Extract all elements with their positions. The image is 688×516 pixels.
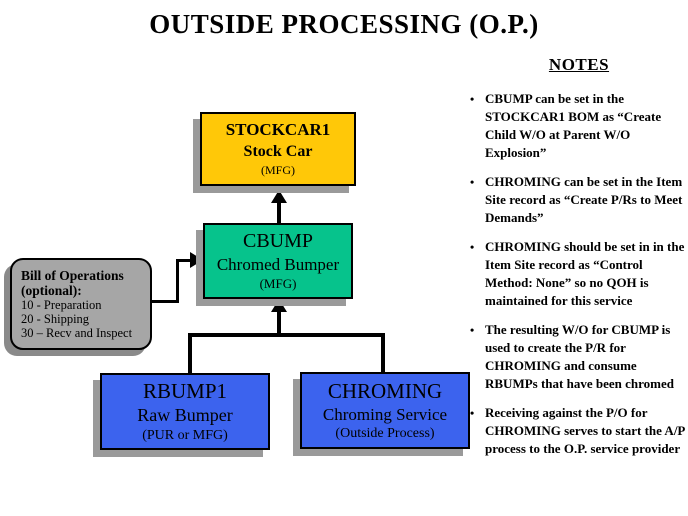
connector-stub-chroming [381, 333, 385, 372]
operation-step: 30 – Recv and Inspect [21, 326, 133, 341]
note-text: CHROMING should be set in in the Item Si… [485, 239, 685, 308]
arrowhead-up-icon [271, 299, 287, 312]
node-cbump: CBUMP Chromed Bumper (MFG) [203, 223, 353, 299]
note-item: • CHROMING should be set in in the Item … [470, 238, 688, 310]
bullet-icon: • [470, 406, 475, 420]
connector-cbump-to-stockcar [277, 202, 281, 223]
note-item: • CBUMP can be set in the STOCKCAR1 BOM … [470, 90, 688, 162]
callout-subheading: (optional): [21, 283, 82, 298]
node-item-code: RBUMP1 [142, 379, 228, 404]
node-item-type: (MFG) [259, 275, 297, 291]
callout-bill-of-operations: Bill of Operations (optional): 10 - Prep… [10, 258, 152, 350]
note-text: CHROMING can be set in the Item Site rec… [485, 174, 683, 225]
node-item-description: Raw Bumper [137, 405, 233, 426]
arrowhead-up-icon [271, 190, 287, 203]
node-stockcar1: STOCKCAR1 Stock Car (MFG) [200, 112, 356, 186]
node-item-description: Chroming Service [322, 404, 448, 424]
bullet-icon: • [470, 323, 475, 337]
note-item: • CHROMING can be set in the Item Site r… [470, 173, 688, 227]
node-item-type: (MFG) [260, 163, 295, 178]
node-item-description: Stock Car [243, 142, 313, 160]
page-title: OUTSIDE PROCESSING (O.P.) [149, 9, 539, 39]
node-item-code: CBUMP [242, 230, 314, 253]
notes-header: NOTES [548, 55, 610, 74]
node-item-description: Chromed Bumper [216, 255, 340, 275]
connector-billops-elbow-lower [152, 300, 179, 303]
node-item-type: (Outside Process) [335, 426, 435, 442]
callout-heading: Bill of Operations [21, 267, 124, 283]
connector-billops-elbow-upper [176, 259, 193, 262]
operation-step: 20 - Shipping [21, 312, 90, 327]
bullet-icon: • [470, 175, 475, 189]
note-item: • Receiving against the P/O for CHROMING… [470, 404, 688, 458]
node-item-type: (PUR or MFG) [142, 427, 228, 443]
note-text: Receiving against the P/O for CHROMING s… [485, 405, 685, 456]
node-item-code: CHROMING [327, 378, 443, 403]
note-item: • The resulting W/O for CBUMP is used to… [470, 321, 688, 393]
node-chroming: CHROMING Chroming Service (Outside Proce… [300, 372, 470, 449]
connector-children-to-cbump [277, 311, 281, 337]
connector-t-horizontal [188, 333, 385, 337]
note-text: The resulting W/O for CBUMP is used to c… [485, 322, 674, 391]
connector-stub-rbump [188, 333, 192, 373]
node-item-code: STOCKCAR1 [225, 120, 331, 140]
bullet-icon: • [470, 92, 475, 106]
operation-step: 10 - Preparation [21, 298, 102, 313]
notes-panel: NOTES • CBUMP can be set in the STOCKCAR… [470, 55, 688, 469]
bullet-icon: • [470, 240, 475, 254]
connector-billops-elbow-vertical [176, 259, 179, 303]
node-rbump1: RBUMP1 Raw Bumper (PUR or MFG) [100, 373, 270, 450]
arrowhead-right-icon [190, 252, 203, 268]
note-text: CBUMP can be set in the STOCKCAR1 BOM as… [485, 91, 662, 160]
